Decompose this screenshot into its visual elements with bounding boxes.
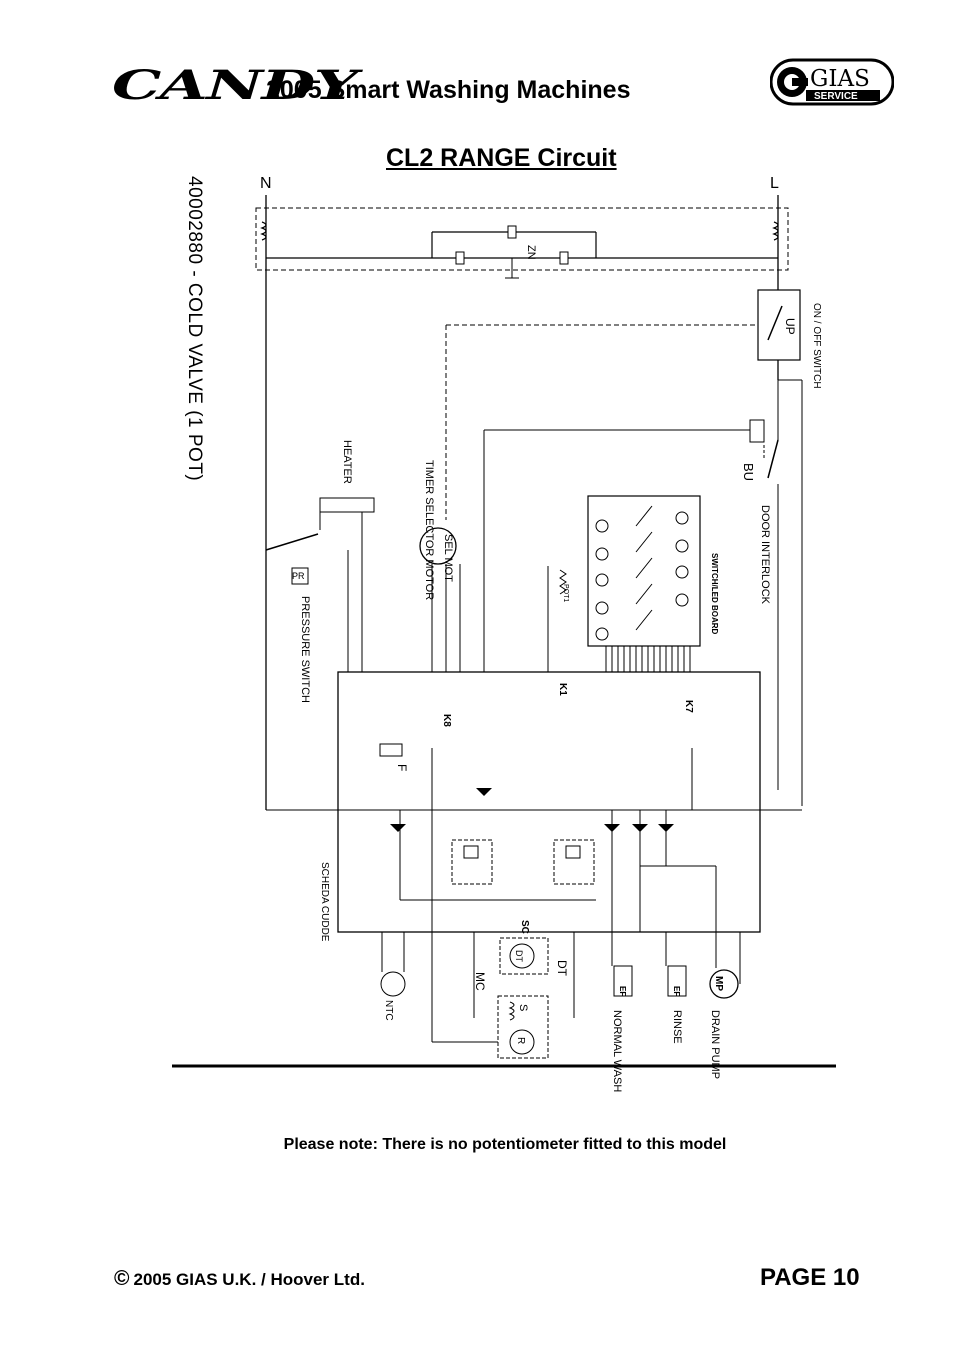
board-connector bbox=[605, 646, 691, 672]
footnote: Please note: There is no potentiometer f… bbox=[283, 1136, 727, 1153]
gias-service-logo: GIAS SERVICE bbox=[770, 58, 894, 106]
k8-label: K8 bbox=[441, 714, 452, 727]
drain-pump-symbol bbox=[709, 969, 739, 999]
mc-label: MC bbox=[473, 972, 487, 991]
door-interlock-label: DOOR INTERLOCK bbox=[759, 505, 771, 605]
switch-board-label: SWITCH/LED BOARD bbox=[710, 553, 719, 635]
ef1-label: EF bbox=[618, 986, 627, 996]
k7-label: K7 bbox=[683, 700, 694, 713]
rinse-valve bbox=[667, 965, 687, 997]
dt-symbol bbox=[509, 943, 535, 969]
page-title: 2005 Smart Washing Machines bbox=[266, 76, 631, 104]
timer-motor-label: TIMER SELECTOR MOTOR bbox=[423, 460, 435, 600]
logo-subtext: SERVICE bbox=[814, 91, 858, 102]
pressure-switch-block bbox=[291, 567, 309, 585]
heater-symbol bbox=[319, 497, 375, 513]
neutral-label: N bbox=[260, 175, 272, 192]
dt-label: DT bbox=[555, 960, 569, 977]
board-leds bbox=[595, 511, 689, 641]
normal-wash-valve bbox=[613, 965, 633, 997]
relay-rl2 bbox=[553, 839, 595, 885]
switch-led-board bbox=[587, 495, 701, 647]
sel-mot-symbol bbox=[419, 527, 457, 565]
bu-label: BU bbox=[741, 463, 756, 481]
candy-logo: CANDY bbox=[112, 62, 358, 109]
mains-filter-box bbox=[255, 207, 789, 271]
on-off-switch-label: ON / OFF SWITCH bbox=[811, 303, 822, 389]
ef2-label: EF bbox=[672, 986, 681, 996]
copyright-text: 2005 GIAS U.K. / Hoover Ltd. bbox=[133, 1270, 365, 1289]
copyright: ©2005 GIAS U.K. / Hoover Ltd. bbox=[114, 1267, 365, 1291]
control-board bbox=[337, 671, 761, 933]
sel-mot-label: SEL MOT bbox=[442, 534, 454, 582]
copyright-symbol: © bbox=[114, 1267, 130, 1290]
pressure-switch-pr: PR bbox=[292, 571, 305, 581]
ntc-symbol bbox=[380, 971, 406, 997]
pot-label: POT1 bbox=[562, 584, 569, 602]
heater-label: HEATER bbox=[341, 440, 353, 484]
pressure-switch-label: PRESSURE SWITCH bbox=[299, 596, 311, 703]
rinse-label: RINSE bbox=[671, 1010, 683, 1044]
door-interlock-block bbox=[749, 419, 765, 443]
ntc-label: NTC bbox=[383, 1000, 394, 1021]
normal-wash-label: NORMAL WASH bbox=[611, 1010, 623, 1092]
board-label: SCHEDA CUDDE bbox=[319, 862, 330, 942]
fuse-label: F bbox=[395, 764, 409, 771]
on-off-switch bbox=[757, 289, 801, 361]
up-label: UP bbox=[783, 318, 797, 335]
line-label: L bbox=[770, 175, 779, 192]
sc-label: SC bbox=[519, 920, 530, 934]
filter-label: ZN bbox=[525, 245, 537, 260]
diagram-title: CL2 RANGE Circuit bbox=[386, 144, 617, 172]
dt-inner-label: DT bbox=[514, 950, 524, 962]
motor-r-label: R bbox=[515, 1037, 526, 1044]
logo-text: GIAS bbox=[810, 66, 870, 92]
motor-symbol bbox=[509, 1029, 535, 1055]
k1-label: K1 bbox=[557, 683, 568, 696]
motor-s-label: S bbox=[517, 1004, 529, 1011]
drain-pump-label: DRAIN PUMP bbox=[709, 1010, 721, 1079]
triacs bbox=[390, 788, 674, 832]
board-switches bbox=[635, 505, 653, 631]
part-code: 40002880 - COLD VALVE (1 POT) bbox=[184, 176, 205, 482]
mp-label: MP bbox=[713, 976, 724, 991]
page-number: PAGE 10 bbox=[760, 1264, 860, 1291]
